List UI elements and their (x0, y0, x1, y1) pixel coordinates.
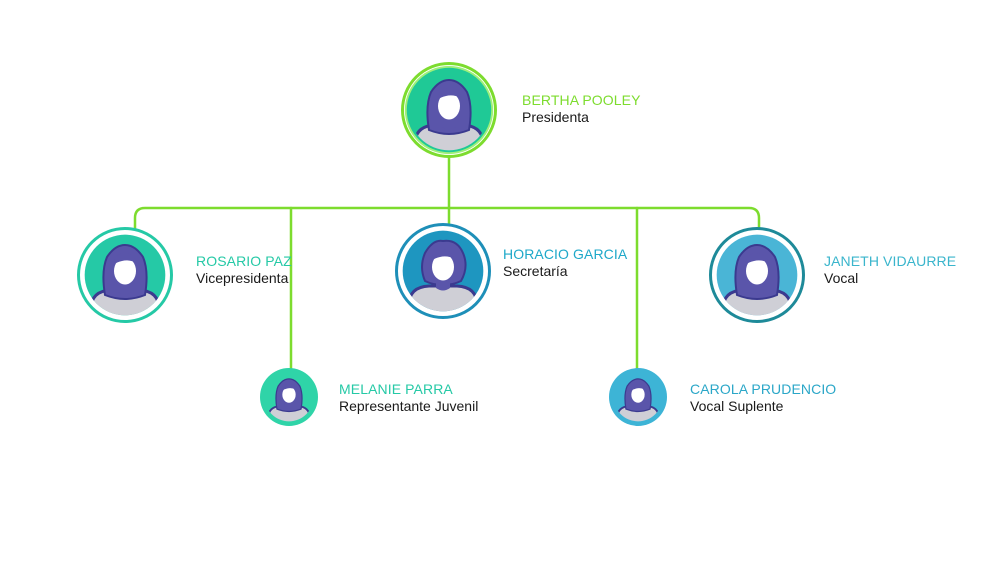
member-name: ROSARIO PAZ (196, 253, 292, 269)
avatar-neck (633, 400, 643, 409)
avatar-face (114, 257, 136, 285)
member-card-carola: CAROLA PRUDENCIO Vocal Suplente (690, 381, 836, 415)
member-card-horacio: HORACIO GARCIA Secretaría (503, 246, 627, 280)
avatar-neck (442, 116, 456, 130)
member-card-bertha: BERTHA POOLEY Presidenta (522, 92, 641, 126)
person-figure (407, 239, 479, 312)
avatar-neck (436, 277, 450, 291)
avatar-fringe (431, 249, 455, 261)
person-figure (616, 378, 660, 422)
member-card-rosario: ROSARIO PAZ Vicepresidenta (196, 253, 292, 287)
avatar-fringe (745, 253, 769, 265)
avatars-layer (77, 62, 805, 426)
member-role: Presidenta (522, 108, 589, 125)
avatar-fringe (630, 383, 646, 391)
member-role: Vocal (824, 269, 859, 286)
person-figure (721, 243, 793, 316)
connector-lines (133, 148, 761, 374)
avatar-neck (284, 400, 294, 409)
member-name: JANETH VIDAURRE (824, 253, 957, 269)
avatar-face (631, 386, 645, 403)
connector-horizontal-bar (133, 206, 761, 234)
avatar-melanie (260, 368, 318, 426)
avatar-fringe (113, 253, 137, 265)
avatar-neck (118, 281, 132, 295)
member-role: Secretaría (503, 262, 568, 279)
avatar-horacio (395, 223, 491, 319)
member-name: MELANIE PARRA (339, 381, 453, 397)
member-role: Vicepresidenta (196, 269, 289, 286)
avatar-face (282, 386, 296, 403)
avatar-fringe (437, 88, 461, 100)
avatar-fringe (281, 383, 297, 391)
avatar-neck (750, 281, 764, 295)
avatar-face (746, 257, 768, 285)
avatar-face (432, 253, 454, 281)
member-role: Vocal Suplente (690, 397, 784, 414)
avatar-rosario (77, 227, 173, 323)
member-name: CAROLA PRUDENCIO (690, 381, 837, 397)
member-name: HORACIO GARCIA (503, 246, 628, 262)
member-card-janeth: JANETH VIDAURRE Vocal (824, 253, 956, 287)
avatar-carola (609, 368, 667, 426)
avatar-face (438, 92, 460, 120)
member-card-melanie: MELANIE PARRA Representante Juvenil (339, 381, 478, 415)
member-name: BERTHA POOLEY (522, 92, 641, 108)
member-role: Representante Juvenil (339, 397, 479, 414)
avatar-janeth (709, 227, 805, 323)
avatar-bertha (401, 62, 497, 158)
